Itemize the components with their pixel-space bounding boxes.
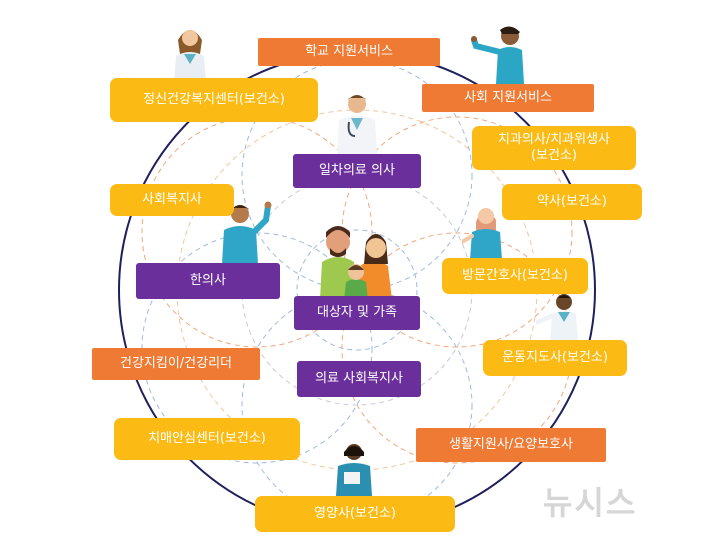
nutritionist-figure-icon [336,444,372,496]
nutritionist-label: 영양사(보건소) [255,496,455,532]
care-worker-label: 생활지원사/요양보호사 [416,428,606,462]
raising-hand-man-figure-icon [222,201,272,264]
visiting-nurse-label: 방문간호사(보건소) [442,258,588,294]
social-worker-label: 사회복지사 [110,184,234,216]
health-leader-label: 건강지킴이/건강리더 [92,348,260,380]
woman-figure-icon [462,208,502,260]
pharmacist-label: 약사(보건소) [502,184,642,220]
center-target-family-label: 대상자 및 가족 [294,296,420,330]
dementia-center-label: 치매안심센터(보건소) [114,418,300,460]
medical-social-worker-label: 의료 사회복지사 [297,361,421,397]
mental-health-center-label: 정신건강복지센터(보건소) [110,78,318,122]
coach-figure-icon [536,294,578,344]
newsis-watermark: 뉴시스 [543,484,638,522]
dentist-label: 치과의사/치과위생사 (보건소) [472,126,636,170]
primary-doctor-label: 일차의료 의사 [293,154,421,188]
exercise-coach-label: 운동지도사(보건소) [483,340,627,376]
pointing-man-figure-icon [471,26,524,84]
school-support-label: 학교 지원서비스 [258,38,440,66]
social-support-label: 사회 지원서비스 [422,84,594,112]
nurse-figure-icon [174,30,206,82]
family-figure-icon [320,226,392,300]
doctor-figure-icon [337,95,377,154]
oriental-doctor-label: 한의사 [136,263,280,299]
